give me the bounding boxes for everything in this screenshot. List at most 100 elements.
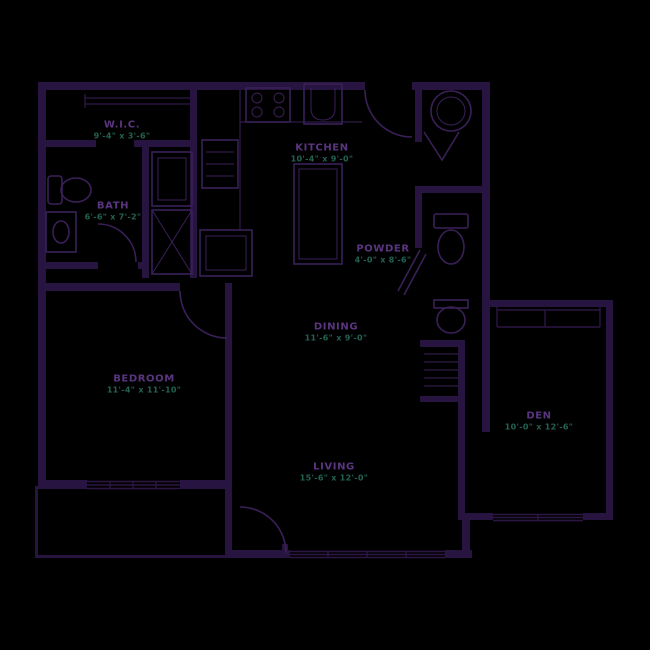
room-name-powder: POWDER — [356, 243, 410, 255]
washer-box — [151, 209, 193, 275]
exterior-walls — [38, 82, 490, 558]
den-window-bottom — [493, 513, 583, 522]
room-label-kitchen: KITCHEN 10'-4" x 9'-0" — [291, 141, 354, 164]
fridge-box — [199, 229, 253, 277]
toilet-tank — [47, 175, 63, 205]
wall-segment — [458, 513, 493, 520]
water-heater-outer — [430, 90, 472, 132]
wall-segment — [482, 82, 490, 432]
bedroom-door-swing-icon — [179, 290, 228, 339]
window-glyph — [496, 307, 601, 328]
room-dims-bath: 6'-6" x 7'-2" — [84, 212, 142, 222]
powder-door-icon — [397, 249, 427, 296]
room-name-bath: BATH — [96, 200, 130, 212]
cabinet-box — [201, 139, 239, 189]
room-label-powder: POWDER 4'-0" x 8'-6" — [355, 242, 412, 265]
room-dims-living: 15'-6" x 12'-0" — [299, 473, 369, 483]
refrigerator-icon — [199, 229, 253, 277]
sink-bowl — [52, 220, 70, 244]
wall-segment — [462, 513, 470, 558]
entry-door-swing-icon — [364, 89, 413, 138]
shelf-lines — [424, 353, 458, 387]
room-name-living: LIVING — [313, 461, 355, 473]
room-dims-dining: 11'-6" x 9'-0" — [304, 333, 368, 343]
room-label-bath: BATH 6'-6" x 7'-2" — [85, 199, 142, 222]
room-dims-den: 10'-0" x 12'-6" — [504, 422, 574, 432]
water-heater-icon — [430, 90, 472, 132]
wall-segment — [412, 82, 490, 90]
wall-segment — [134, 140, 190, 147]
vanity-counter — [45, 211, 77, 253]
wall-segment — [190, 90, 197, 278]
burner — [273, 106, 285, 118]
room-label-living: LIVING 15'-6" x 12'-0" — [300, 460, 369, 483]
wall-segment — [225, 283, 232, 558]
den-walls — [458, 300, 613, 558]
wall-segment — [415, 193, 422, 248]
island-box — [293, 163, 343, 265]
door-arc — [97, 223, 137, 263]
sink-counter — [303, 83, 343, 125]
powder-toilet-icon — [433, 213, 469, 265]
room-dims-bedroom: 11'-4" x 11'-10" — [106, 385, 182, 395]
room-label-wic: W.I.C. 9'-4" x 3'-6" — [94, 118, 151, 141]
wall-segment — [35, 486, 38, 558]
wall-segment — [583, 513, 613, 520]
closet-rod-lines — [84, 94, 190, 108]
room-label-dining: DINING 11'-6" x 9'-0" — [305, 320, 368, 343]
kitchen-island-icon — [293, 163, 343, 265]
living-window — [290, 550, 445, 559]
wall-segment — [490, 300, 607, 307]
bedroom-window — [87, 480, 180, 490]
wall-segment — [225, 550, 290, 558]
washer-x — [151, 209, 193, 275]
sink-bowl — [310, 88, 336, 121]
balcony-walls — [35, 486, 288, 558]
water-heater-inner — [436, 96, 466, 126]
burner — [251, 106, 263, 118]
wall-segment — [606, 300, 613, 520]
window-glyph — [87, 480, 180, 490]
wall-segment — [458, 347, 465, 513]
room-dims-kitchen: 10'-4" x 9'-0" — [290, 154, 354, 164]
pantry-cabinet-icon — [201, 139, 239, 189]
wall-segment — [38, 140, 96, 147]
room-name-dining: DINING — [313, 321, 359, 333]
island-inner — [298, 168, 338, 260]
wall-segment — [38, 262, 98, 269]
wall-segment — [38, 283, 180, 291]
room-dims-wic: 9'-4" x 3'-6" — [93, 131, 151, 141]
sink-bowl — [436, 306, 466, 334]
linen-shelves-icon — [424, 353, 458, 387]
dryer-box — [151, 151, 193, 207]
door-arc — [239, 506, 287, 554]
interior-walls — [38, 82, 490, 558]
door-arc — [364, 89, 413, 138]
door-leaf — [397, 249, 427, 296]
room-name-wic: W.I.C. — [103, 119, 141, 131]
wall-segment — [445, 550, 472, 558]
fridge-inner — [205, 235, 247, 271]
vanity-sink-icon — [45, 211, 77, 253]
toilet-icon — [47, 175, 92, 205]
room-name-bedroom: BEDROOM — [113, 373, 175, 385]
toilet-bowl — [60, 177, 92, 203]
wall-segment — [138, 262, 149, 269]
room-name-den: DEN — [526, 410, 552, 422]
window-glyph — [493, 513, 583, 522]
room-name-kitchen: KITCHEN — [295, 142, 349, 154]
door-arc — [179, 290, 228, 339]
wall-segment — [38, 480, 87, 489]
cabinet-shelves — [206, 151, 234, 177]
room-label-bedroom: BEDROOM 11'-4" x 11'-10" — [107, 372, 181, 395]
wall-segment — [415, 82, 422, 142]
window-glyph — [290, 550, 445, 559]
closet-bifold-door-icon — [423, 131, 460, 162]
kitchen-sink-icon — [303, 83, 343, 125]
burner — [251, 92, 263, 104]
den-window-top — [496, 307, 601, 328]
door-leaf — [423, 131, 460, 162]
wall-segment — [420, 396, 465, 402]
